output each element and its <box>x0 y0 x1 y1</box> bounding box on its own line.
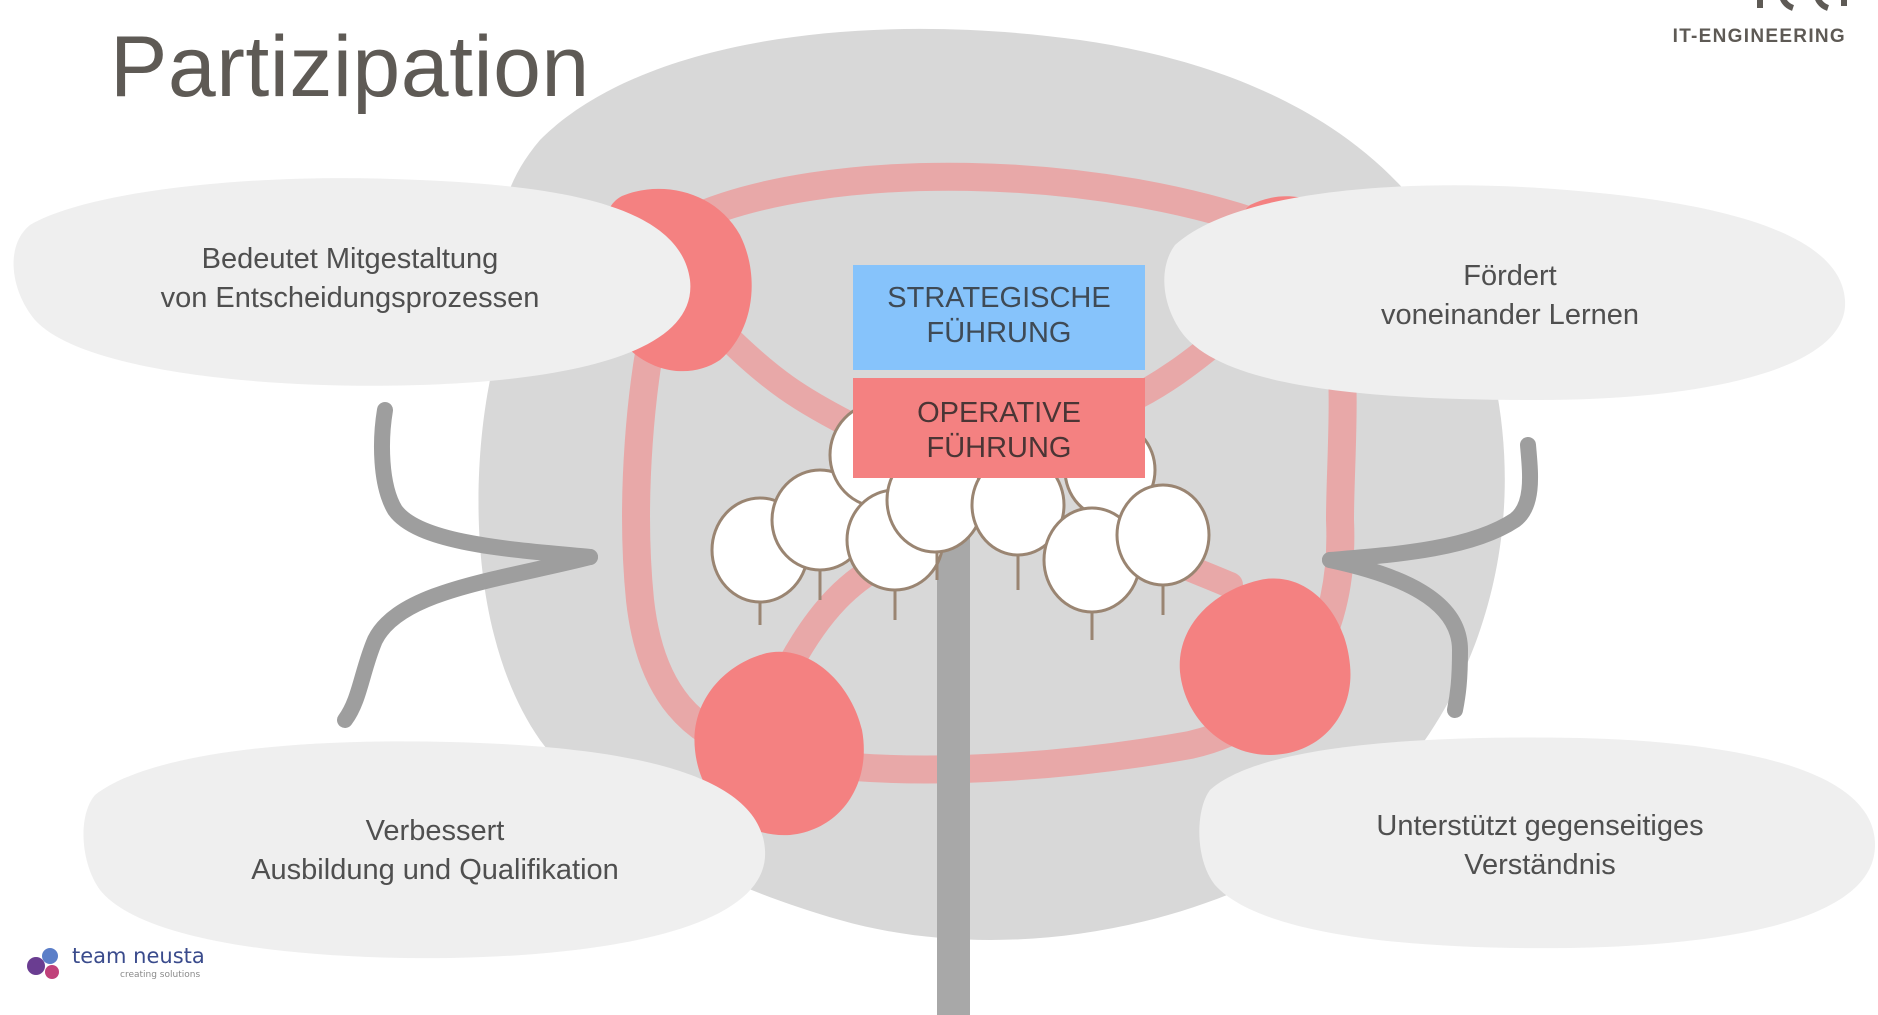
bubble-bottom-left <box>83 741 766 959</box>
bubble-line: voneinander Lernen <box>1381 299 1639 331</box>
arrow-to-top-right-bubble <box>1322 437 1539 568</box>
bubble-line: Verständnis <box>1464 849 1616 881</box>
connector-top-left <box>707 317 873 443</box>
operative-leadership-box: OPERATIVE FÜHRUNG <box>853 378 1145 478</box>
box-label-line: FÜHRUNG <box>926 432 1072 464</box>
bubble-line: Bedeutet Mitgestaltung <box>201 243 499 275</box>
brand-name: IT-ENGINEERING <box>1672 26 1846 47</box>
bubble-top-left <box>13 178 691 386</box>
strategic-leadership-box: STRATEGISCHE FÜHRUNG <box>853 265 1145 370</box>
arrow-to-bottom-right-bubble <box>1322 552 1469 718</box>
bubble-line: Ausbildung und Qualifikation <box>251 854 619 886</box>
page-title: Partizipation <box>110 19 590 115</box>
node-bottom-right <box>1179 578 1351 755</box>
neusta-logo-icon <box>27 948 59 979</box>
person-figure <box>1115 483 1211 615</box>
bubble-line: Fördert <box>1463 260 1557 292</box>
arrow-to-bottom-left-bubble <box>337 549 598 728</box>
team-neusta-logo: team neusta creating solutions <box>24 940 224 986</box>
bubble-top-right <box>1164 185 1846 400</box>
bubble-line: Verbessert <box>365 815 505 847</box>
box-label-line: OPERATIVE <box>917 397 1081 429</box>
box-label-line: STRATEGISCHE <box>887 282 1111 314</box>
bubble-line: von Entscheidungsprozessen <box>160 282 540 314</box>
neusta-name: team neusta <box>72 944 205 968</box>
bubble-bottom-right <box>1199 737 1875 949</box>
bubble-line: Unterstützt gegenseitiges <box>1376 810 1704 842</box>
box-label-line: FÜHRUNG <box>926 317 1072 349</box>
bubble-bottom-right-text: Unterstützt gegenseitiges Verständnis <box>1330 807 1750 885</box>
neusta-tagline: creating solutions <box>120 970 201 980</box>
node-bottom-left <box>694 651 864 836</box>
connection-ring <box>622 162 1357 784</box>
bubble-top-right-text: Fördert voneinander Lernen <box>1300 257 1720 335</box>
brand-mark-icon <box>1757 0 1847 11</box>
arrow-to-top-left-bubble <box>374 402 598 565</box>
bubble-bottom-left-text: Verbessert Ausbildung und Qualifikation <box>200 812 670 890</box>
it-engineering-logo: IT-ENGINEERING <box>1633 0 1848 52</box>
bubble-top-left-text: Bedeutet Mitgestaltung von Entscheidungs… <box>110 240 590 318</box>
